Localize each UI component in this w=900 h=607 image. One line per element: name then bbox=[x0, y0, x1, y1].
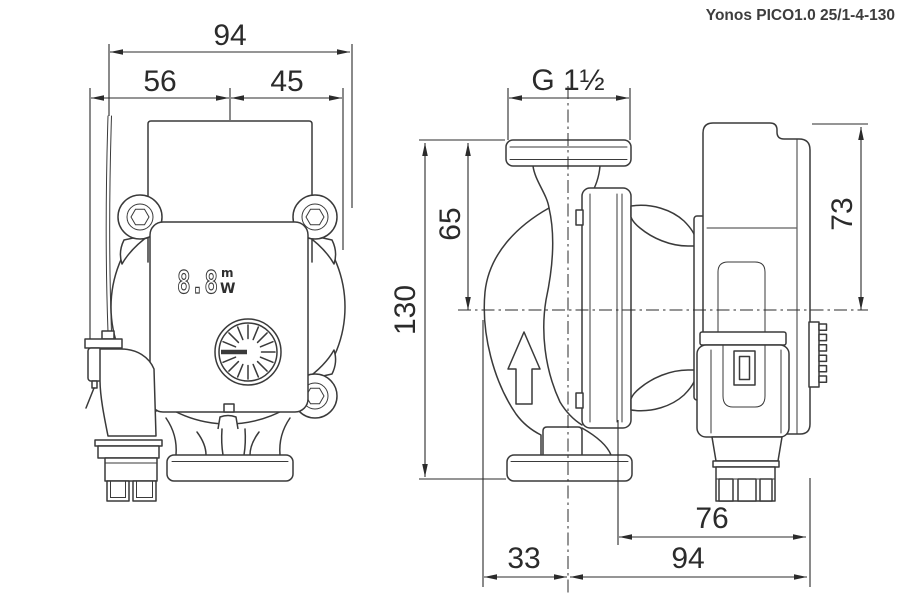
dimension-76: 76 bbox=[617, 420, 811, 587]
knob-outer-ring bbox=[214, 318, 282, 386]
dim-94-front: 94 bbox=[213, 19, 246, 52]
control-knob[interactable] bbox=[214, 318, 282, 386]
control-box-notch bbox=[223, 403, 235, 413]
pipe-flange-bottom bbox=[506, 454, 633, 482]
dimension-front-overall-width: 94 bbox=[108, 19, 353, 208]
plug-neck bbox=[711, 436, 783, 462]
cable bbox=[105, 115, 109, 333]
motor-side bbox=[575, 187, 706, 429]
dim-45: 45 bbox=[270, 65, 303, 98]
dim-33: 33 bbox=[507, 542, 540, 575]
dim-56: 56 bbox=[143, 65, 176, 98]
connector-collar bbox=[94, 439, 163, 447]
cable-clip-tab bbox=[101, 330, 115, 340]
led-display: 8.8 m W bbox=[176, 264, 235, 301]
cable-tail bbox=[85, 387, 95, 409]
knurl-teeth bbox=[818, 323, 828, 383]
display-unit-w: W bbox=[220, 281, 235, 297]
knob-inner-ring bbox=[218, 322, 278, 382]
connector-body-front bbox=[99, 348, 157, 437]
dimension-port-thread: G 1½ bbox=[507, 64, 631, 140]
power-connector-side bbox=[696, 331, 790, 502]
dim-130: 130 bbox=[389, 285, 422, 335]
knob-ticks bbox=[222, 324, 276, 380]
flow-direction-arrow-icon bbox=[507, 331, 541, 405]
control-box-front bbox=[149, 221, 309, 413]
dimension-front-widths: 56 45 bbox=[89, 65, 344, 339]
display-unit-m: m bbox=[221, 266, 234, 280]
motor-housing bbox=[147, 120, 313, 263]
front-view: 8.8 m W bbox=[84, 19, 353, 502]
volute-bottom-front bbox=[165, 414, 294, 482]
dim-g: G 1½ bbox=[531, 64, 604, 97]
dimension-bottom-lengths: 33 94 bbox=[482, 320, 807, 587]
dimension-130: 130 bbox=[389, 139, 506, 480]
pump-foot bbox=[542, 426, 583, 455]
display-value: 8.8 bbox=[177, 265, 218, 301]
mounting-claw-top bbox=[630, 204, 697, 247]
dim-65: 65 bbox=[434, 207, 467, 240]
dim-76: 76 bbox=[695, 502, 728, 535]
cable-clip bbox=[84, 338, 123, 349]
dimension-73: 73 bbox=[812, 123, 868, 310]
dim-73: 73 bbox=[826, 197, 859, 230]
mounting-lug-top-left bbox=[117, 194, 163, 265]
dim-94-side: 94 bbox=[671, 542, 704, 575]
pipe-flange-front bbox=[166, 454, 294, 482]
mounting-claw-bottom bbox=[630, 369, 697, 412]
plug-housing-front bbox=[104, 457, 158, 482]
side-view: G 1½ 130 65 73 bbox=[389, 64, 868, 594]
page-title: Yonos PICO1.0 25/1-4-130 bbox=[706, 7, 895, 24]
dimension-65: 65 bbox=[434, 143, 471, 310]
power-connector-front bbox=[84, 115, 163, 502]
setting-knob-side[interactable] bbox=[808, 321, 828, 388]
